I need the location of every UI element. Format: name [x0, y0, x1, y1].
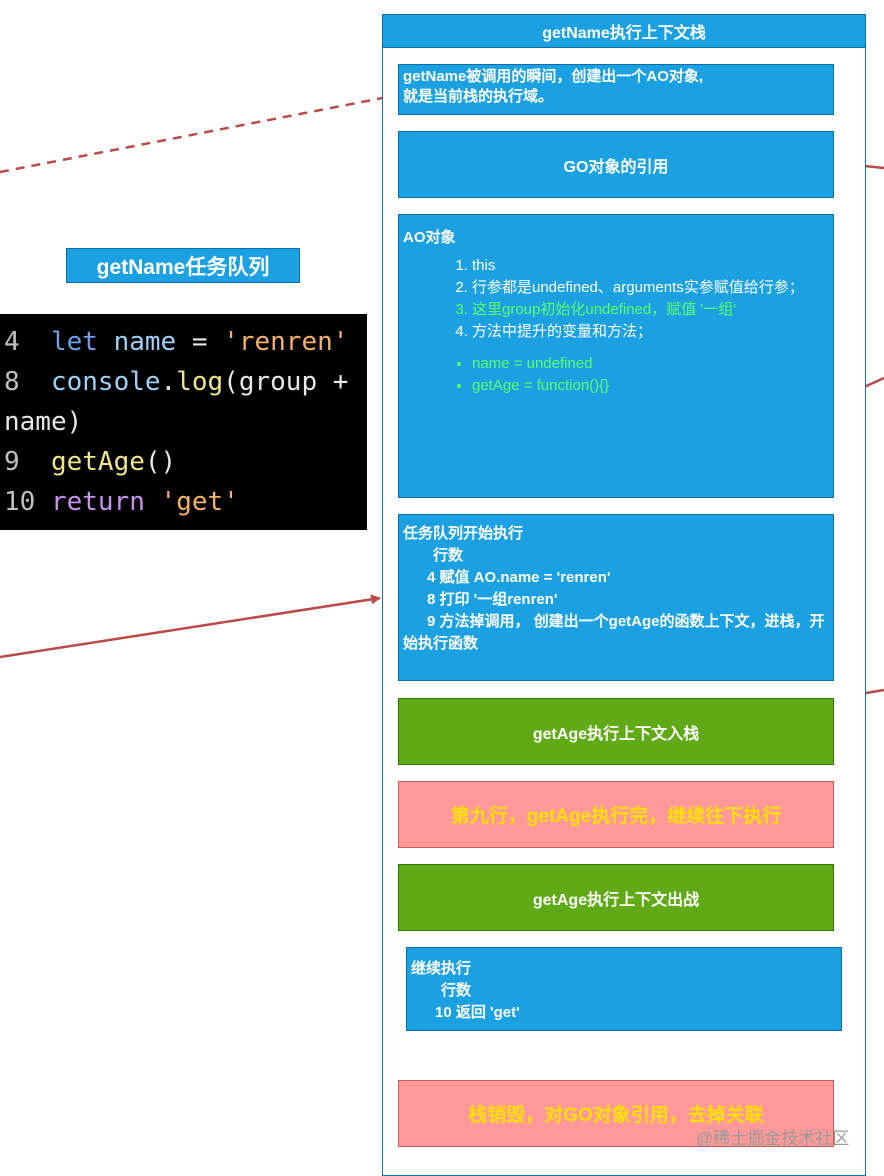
line-number: 9 [4, 447, 20, 477]
ao-creation-line1: getName被调用的瞬间，创建出一个AO对象, [403, 68, 704, 85]
queue-line9: 9 方法掉调用， 创建出一个getAge的函数上下文，进栈，开始执行函数 [403, 613, 825, 652]
line-number: 4 [4, 327, 20, 357]
code-line-9: 9 getAge() [4, 442, 367, 482]
dashed-connector [0, 93, 399, 174]
getage-push-box: getAge执行上下文入栈 [398, 698, 834, 765]
task-queue-box: 任务队列开始执行 行数 4 赋值 AO.name = 'renren' 8 打印… [398, 514, 834, 681]
code-string: 'get' [160, 487, 239, 517]
stack-destroy-box: 栈销毁，对GO对象引用，去掉关联 [398, 1080, 834, 1147]
code-line-8: 8 console.log(group + [4, 362, 367, 402]
ao-creation-box: getName被调用的瞬间，创建出一个AO对象, 就是当前栈的执行域。 [398, 64, 834, 115]
go-reference-box: GO对象的引用 [398, 131, 834, 198]
ao-title: AO对象 [403, 229, 456, 246]
code-line-8-wrap: name) [4, 407, 83, 437]
line-number: 8 [4, 367, 20, 397]
queue-line4: 4 赋值 AO.name = 'renren' [427, 569, 611, 586]
stack-title: getName执行上下文栈 [382, 14, 866, 48]
getage-pop-box: getAge执行上下文出战 [398, 864, 834, 931]
continue-title: 继续执行 [411, 960, 472, 977]
code-keyword: return [50, 487, 145, 517]
ao-steps: this 行参都是undefined、arguments实参赋值给行参； 这里g… [403, 255, 829, 343]
continue-line10: 10 返回 'get' [435, 1004, 520, 1021]
ao-var: name = undefined [472, 353, 829, 375]
code-line-4: 4 let name = 'renren' [4, 322, 367, 362]
continue-rows-label: 行数 [441, 982, 472, 999]
ao-vars: name = undefined getAge = function(){} [403, 353, 829, 397]
ao-step-highlight: 这里group初始化undefined，赋值 '一组' [472, 299, 829, 321]
code-rest: (group + [223, 367, 349, 397]
ao-var: getAge = function(){} [472, 375, 829, 397]
line9-done-box: 第九行，getAge执行完，继续往下执行 [398, 781, 834, 848]
code-operator: = [176, 327, 224, 357]
ao-step: this [472, 255, 829, 277]
continue-box: 继续执行 行数 10 返回 'get' [406, 947, 842, 1031]
ao-object-box: AO对象 this 行参都是undefined、arguments实参赋值给行参… [398, 214, 834, 498]
code-snippet: 4 let name = 'renren' 8 console.log(grou… [0, 314, 367, 530]
arrow-to-queue-box [0, 594, 381, 659]
queue-title: 任务队列开始执行 [403, 525, 524, 542]
queue-rows-label: 行数 [433, 547, 464, 564]
ao-step: 方法中提升的变量和方法； [472, 321, 829, 343]
ao-step: 行参都是undefined、arguments实参赋值给行参； [472, 277, 829, 299]
code-identifier: name [113, 327, 177, 357]
code-line-10: 10 return 'get' [4, 482, 367, 522]
code-dot: . [160, 367, 177, 397]
code-function: log [176, 367, 224, 397]
task-queue-label: getName任务队列 [66, 248, 300, 283]
code-string: 'renren' [223, 327, 349, 357]
queue-line8: 8 打印 '一组renren' [427, 591, 558, 608]
watermark: @稀土掘金技术社区 [696, 1129, 850, 1148]
code-rest: () [144, 447, 177, 477]
line-number: 10 [4, 487, 36, 517]
ao-creation-line2: 就是当前栈的执行域。 [403, 88, 554, 105]
code-keyword: let [50, 327, 98, 357]
code-object: console [50, 367, 161, 397]
code-function: getAge [50, 447, 145, 477]
